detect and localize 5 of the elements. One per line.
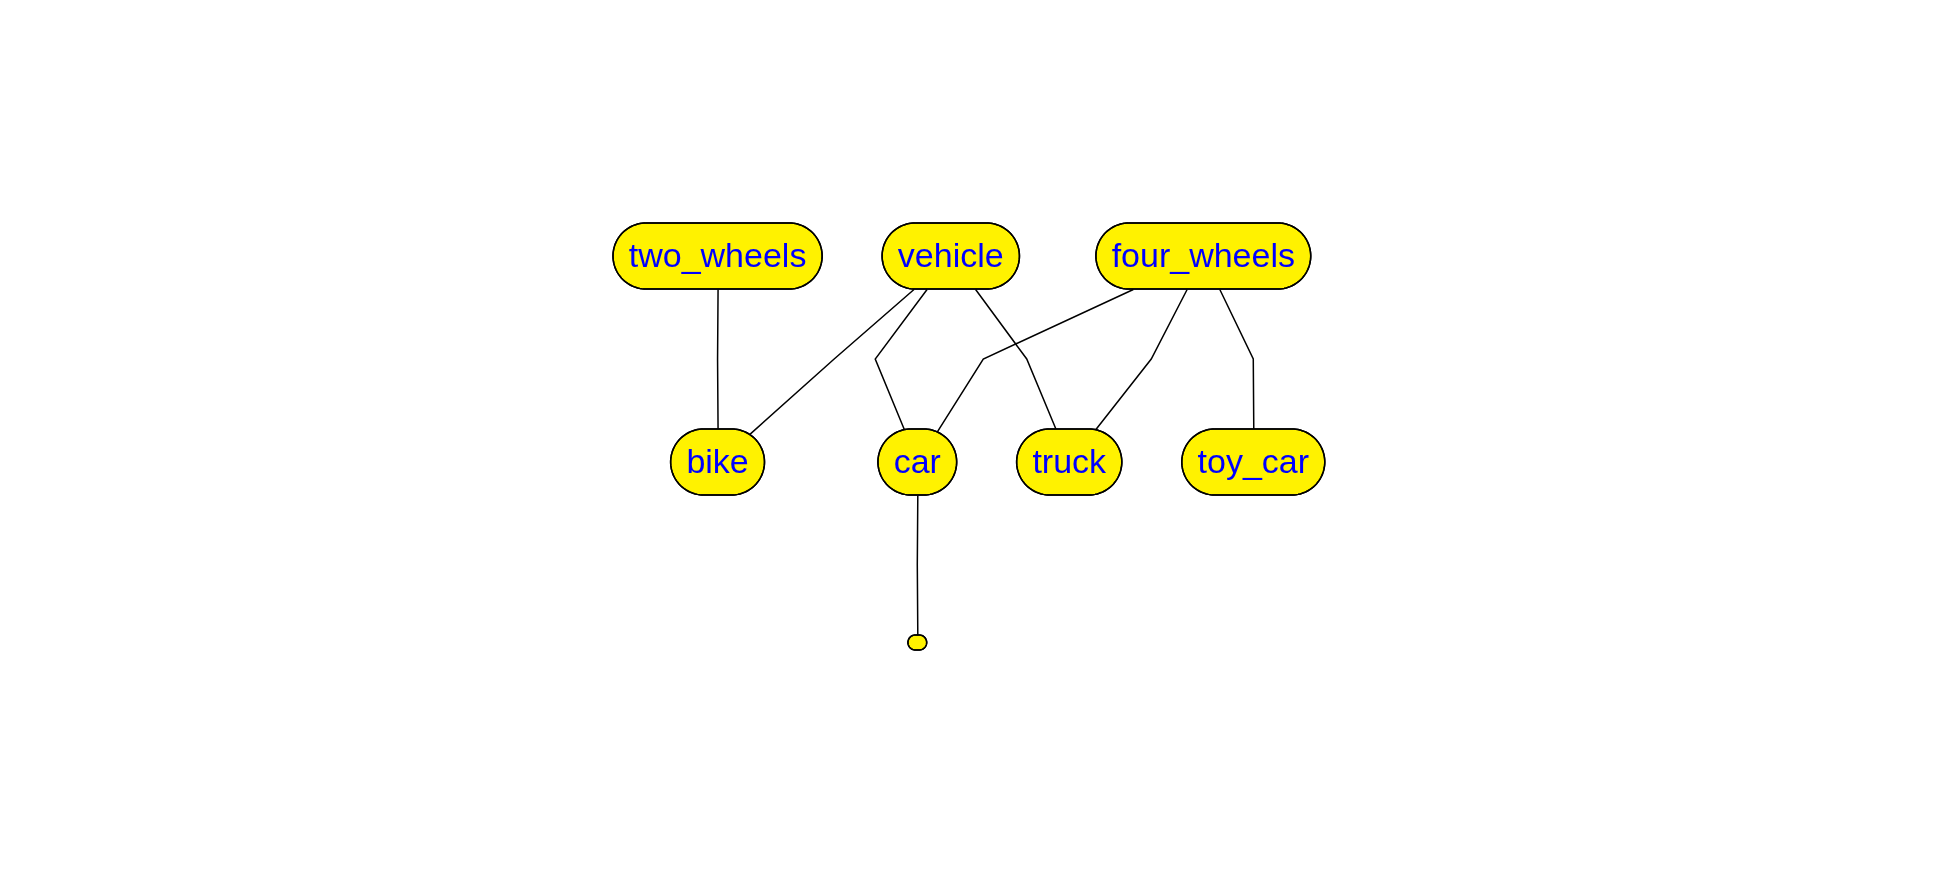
- connector: [936, 288, 1134, 433]
- connector: [748, 288, 915, 436]
- connector: [916, 494, 919, 637]
- connector: [1094, 288, 1188, 431]
- connector: [874, 288, 928, 431]
